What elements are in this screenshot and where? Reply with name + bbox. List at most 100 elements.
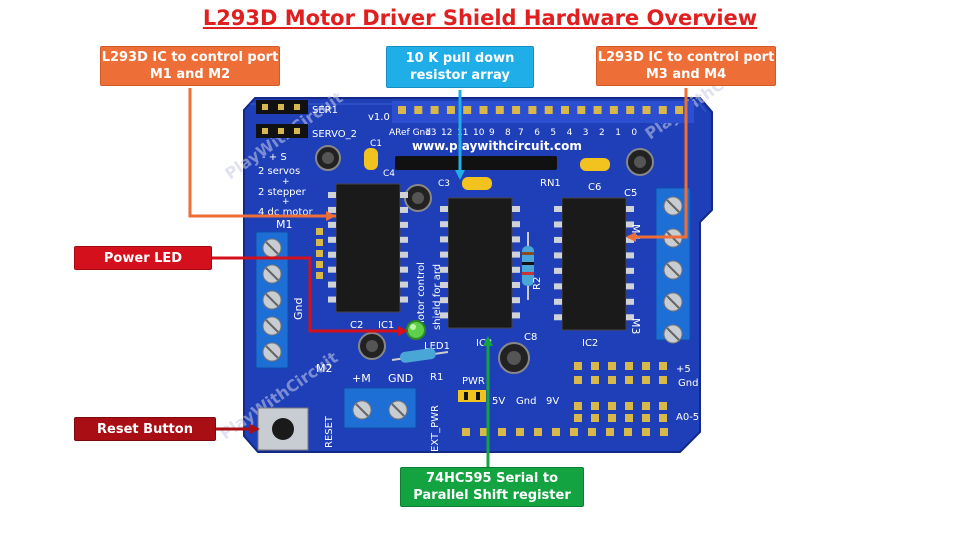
svg-text:Gnd: Gnd bbox=[292, 298, 305, 320]
ic-pin bbox=[328, 281, 336, 288]
ic-pin bbox=[328, 206, 336, 213]
ic-pin bbox=[400, 266, 408, 273]
bottom-headers: +5 Gnd A0-5 bbox=[462, 362, 699, 436]
ic-pin bbox=[512, 206, 520, 212]
pin-label: 13 bbox=[425, 128, 436, 138]
ic-pin bbox=[440, 297, 448, 304]
via-pad bbox=[316, 272, 323, 279]
ic-pin bbox=[440, 251, 448, 258]
pin-label: 4 bbox=[567, 128, 573, 138]
header-pin bbox=[625, 402, 633, 410]
ic-pin bbox=[554, 267, 562, 274]
header-pin bbox=[626, 106, 635, 114]
svg-text:Gnd: Gnd bbox=[678, 378, 698, 389]
ic-pin bbox=[626, 252, 634, 259]
header-pin bbox=[659, 362, 667, 370]
ext-power-terminal: +M GND EXT_PWR bbox=[343, 372, 441, 452]
motor-legend: - + S 2 servos + 2 stepper + 4 dc motor bbox=[258, 152, 313, 218]
pwr-jumper: PWR 5V Gnd 9V bbox=[458, 376, 559, 407]
header-pin bbox=[608, 402, 616, 410]
svg-text:motor control: motor control bbox=[416, 262, 427, 330]
ic-pin bbox=[626, 298, 634, 305]
header-pin bbox=[398, 106, 406, 114]
via-pad bbox=[316, 250, 323, 257]
header-pin bbox=[552, 428, 560, 436]
header-pin bbox=[591, 402, 599, 410]
power-led: LED1 bbox=[406, 320, 450, 352]
screw-slot bbox=[666, 199, 680, 213]
ic-pin bbox=[328, 296, 336, 303]
svg-text:4 dc motor: 4 dc motor bbox=[258, 207, 313, 218]
svg-text:GND: GND bbox=[388, 372, 413, 385]
svg-text:R2: R2 bbox=[532, 277, 543, 290]
svg-text:M3: M3 bbox=[629, 318, 642, 335]
pin-label: 9 bbox=[489, 128, 495, 138]
ic-pin bbox=[440, 282, 448, 288]
via-pad bbox=[316, 239, 323, 246]
header-pin bbox=[446, 106, 455, 114]
ic-pin bbox=[440, 236, 448, 243]
callout-lines bbox=[188, 88, 688, 468]
pin-label: 0 bbox=[631, 128, 637, 138]
svg-text:C3: C3 bbox=[438, 179, 450, 189]
header-pin bbox=[512, 106, 521, 114]
header-pin bbox=[660, 428, 668, 436]
ic-pin bbox=[626, 221, 634, 228]
resistor-r1: R1 bbox=[391, 348, 449, 383]
ic-pin bbox=[512, 312, 520, 319]
ic-pin bbox=[626, 206, 634, 212]
header-pin bbox=[642, 362, 650, 370]
svg-text:PWR: PWR bbox=[462, 376, 485, 387]
ic-pin bbox=[328, 266, 336, 273]
via-pad bbox=[316, 261, 323, 268]
ic-pin bbox=[626, 314, 634, 321]
svg-text:9V: 9V bbox=[546, 396, 559, 407]
page-title: L293D Motor Driver Shield Hardware Overv… bbox=[202, 6, 758, 30]
svg-text:LED1: LED1 bbox=[424, 341, 450, 352]
svg-text:M1: M1 bbox=[276, 218, 293, 231]
ic-pin bbox=[328, 221, 336, 228]
header-pin bbox=[495, 106, 504, 114]
svg-text:IC2: IC2 bbox=[582, 338, 598, 349]
svg-text:C6: C6 bbox=[588, 182, 601, 193]
pin-label: 8 bbox=[505, 128, 511, 138]
ic-pin bbox=[328, 192, 336, 198]
svg-text:- + S: - + S bbox=[262, 152, 287, 163]
screw-slot bbox=[265, 345, 279, 359]
svg-text:+: + bbox=[282, 177, 290, 187]
ic-pin bbox=[554, 283, 562, 290]
resistor-array-rn1: RN1 bbox=[395, 156, 561, 189]
header-pin bbox=[414, 106, 423, 114]
header-pin bbox=[561, 106, 569, 114]
svg-text:+5: +5 bbox=[676, 364, 691, 375]
svg-text:M2: M2 bbox=[316, 362, 333, 375]
header-pin bbox=[480, 428, 488, 436]
header-pin bbox=[544, 106, 553, 114]
callout-pulldown: 10 K pull down resistor array bbox=[386, 46, 534, 88]
reset-button-component: RESET bbox=[257, 407, 335, 451]
header-pin bbox=[608, 376, 616, 384]
ic-pin bbox=[400, 236, 408, 243]
header-pin bbox=[591, 362, 599, 370]
svg-text:5V: 5V bbox=[492, 396, 505, 407]
svg-text:ARef Gnd: ARef Gnd bbox=[389, 128, 431, 138]
header-pin bbox=[625, 376, 633, 384]
svg-text:C8: C8 bbox=[524, 332, 537, 343]
callout-power-led: Power LED bbox=[74, 246, 212, 270]
callout-reset-button: Reset Button bbox=[74, 417, 216, 441]
servo-headers: SER1 SERVO_2 v1.0 bbox=[256, 100, 390, 140]
pin-label: 2 bbox=[599, 128, 605, 138]
svg-text:EXT_PWR: EXT_PWR bbox=[430, 405, 441, 452]
capacitors: C1 C4 C3 C6 C5 C2 C8 bbox=[315, 139, 654, 374]
website-text: www.playwithcircuit.com bbox=[412, 139, 582, 153]
header-pin bbox=[479, 106, 488, 114]
screw-slot bbox=[265, 267, 279, 281]
header-pin bbox=[642, 402, 650, 410]
header-pin bbox=[608, 362, 616, 370]
ic-pin bbox=[554, 221, 562, 228]
screw-slot bbox=[265, 241, 279, 255]
svg-text:RESET: RESET bbox=[324, 415, 335, 448]
via-pad bbox=[316, 228, 323, 235]
pin-label: 10 bbox=[473, 128, 485, 138]
